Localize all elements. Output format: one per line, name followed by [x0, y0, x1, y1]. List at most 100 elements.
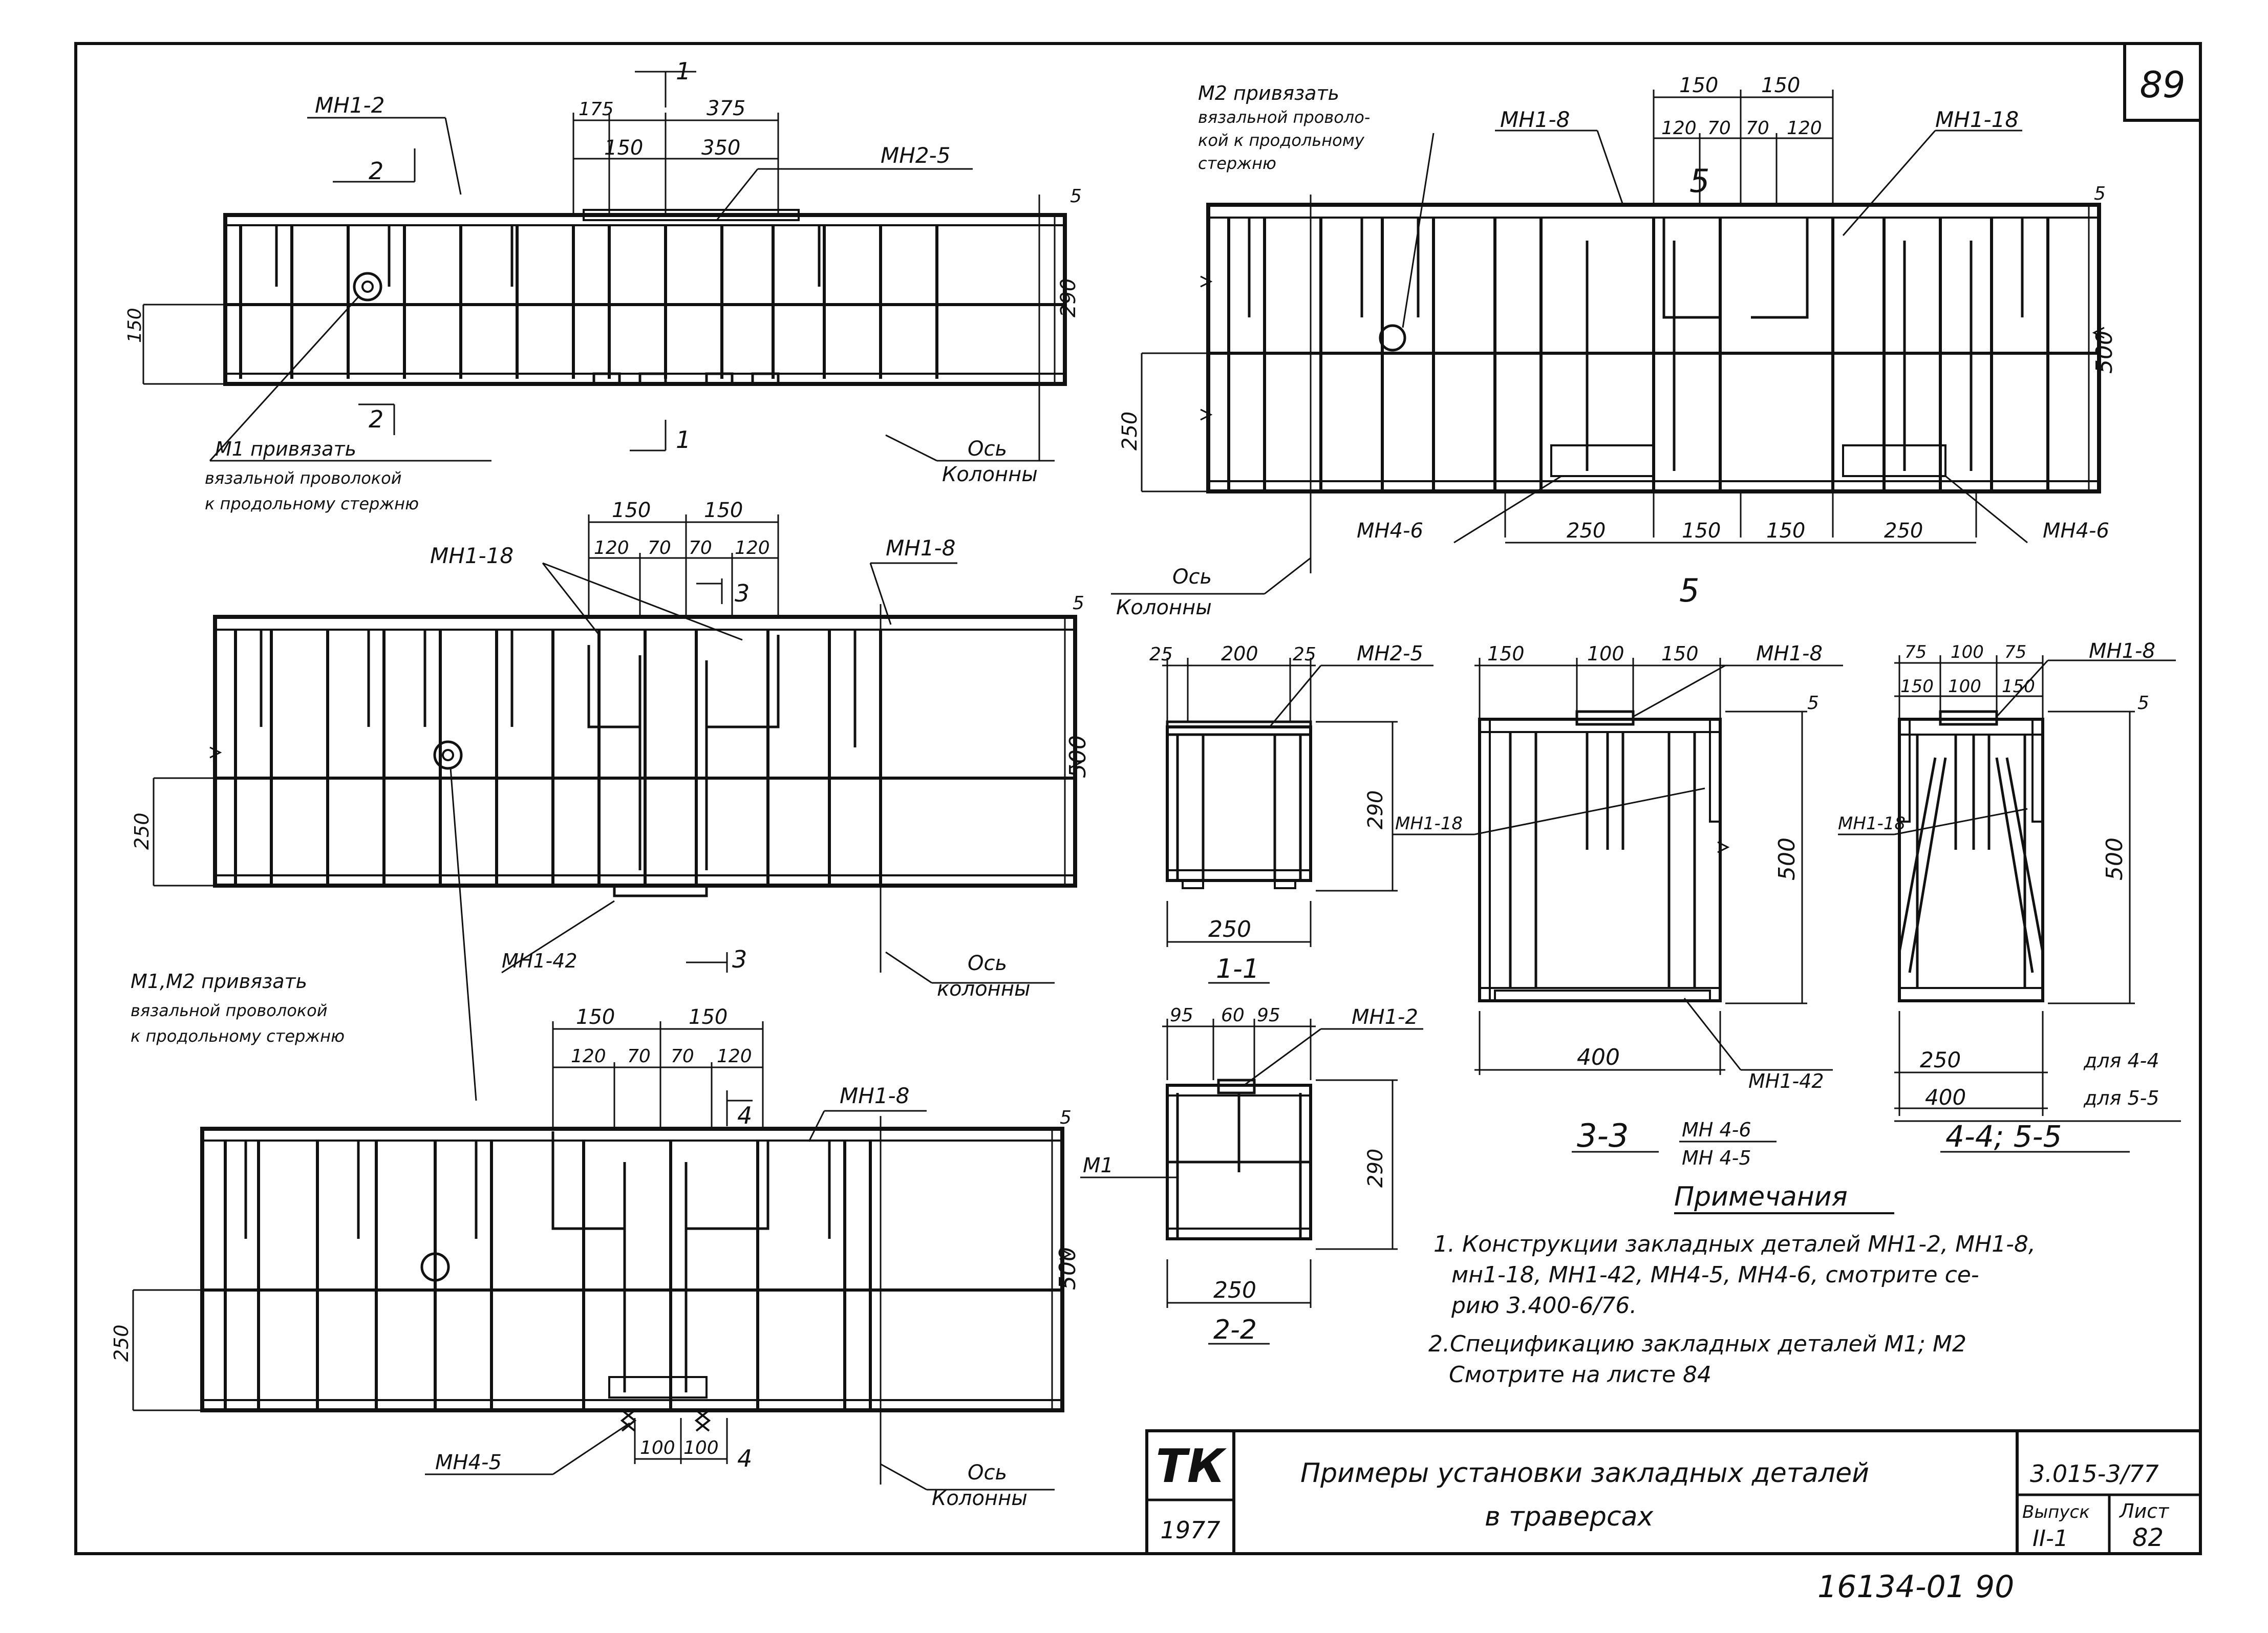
- label-mn1-8: МН1-8: [886, 535, 955, 561]
- dim-120-d: 120: [717, 1046, 752, 1067]
- m1-m2-embedded-part-icon: [420, 1252, 450, 1282]
- label-mn4-5: МН4-5: [435, 1451, 502, 1474]
- s33-sub-mn4-6: МН 4-6: [1682, 1119, 1751, 1141]
- dim-150-b: 150: [704, 499, 743, 522]
- dim-120-e: 120: [1661, 118, 1697, 139]
- s33-sub-mn4-5: МН 4-5: [1682, 1147, 1751, 1169]
- dim-150-c: 150: [576, 1005, 615, 1029]
- s33-dim-5: 5: [1807, 693, 1819, 714]
- section-mark-4-top: 4: [737, 1102, 752, 1129]
- dim-150-a: 150: [612, 499, 651, 522]
- section-mark-2-top: 2: [369, 157, 383, 185]
- s45-dim-150b: 150: [2002, 676, 2035, 697]
- view1-frame-elevation: [142, 71, 1067, 462]
- label-axis-4: Ось: [1172, 565, 1212, 589]
- dim-70-b: 70: [689, 538, 712, 558]
- s45-note-5-5: для 5-5: [2083, 1087, 2159, 1109]
- view3-frame-elevation: [132, 1021, 1072, 1491]
- label-mn1-18: МН1-18: [430, 543, 513, 568]
- s45-dim-400: 400: [1925, 1085, 1966, 1110]
- dim-500-2: 500: [1065, 735, 1091, 778]
- s22-dim-290: 290: [1364, 1149, 1387, 1188]
- note-m1-attach: М1 привязать: [215, 438, 356, 460]
- s11-dim-290: 290: [1364, 790, 1387, 829]
- section-mark-1-bottom: 1: [676, 426, 691, 454]
- note-line-4: 2.Спецификацию закладных деталей М1; М2: [1428, 1331, 1966, 1357]
- section-1-1-caption: 1-1: [1216, 954, 1259, 984]
- section-1-1-drawing: [1162, 658, 1433, 984]
- note-line-2: мн1-18, МН1-42, МН4-5, МН4-6, смотрите с…: [1451, 1262, 1979, 1288]
- dim-150: 150: [604, 136, 643, 160]
- note-m1m2-wire: вязальной проволокой: [131, 1001, 328, 1020]
- dim-5-3: 5: [1060, 1107, 1072, 1128]
- s11-dim-25a: 25: [1149, 644, 1173, 665]
- m1-embedded-part-icon: [353, 272, 382, 302]
- label-mn1-8-v3: МН1-8: [840, 1083, 909, 1108]
- note-m1-rod: к продольному стержню: [205, 494, 419, 513]
- tk-logo: ТК: [1156, 1439, 1227, 1493]
- view4-frame-elevation: [1111, 90, 2105, 595]
- label-mn1-42: МН1-42: [502, 950, 577, 972]
- s22-label-m1: М1: [1083, 1154, 1114, 1177]
- s33-label-mn1-18: МН1-18: [1395, 813, 1463, 834]
- section-mark-3-bottom: 3: [732, 946, 747, 973]
- label-columns-2: колонны: [937, 977, 1031, 1001]
- s22-dim-60: 60: [1221, 1005, 1245, 1026]
- dim-70-d: 70: [671, 1046, 694, 1067]
- note-line-3: рию 3.400-6/76.: [1451, 1293, 1637, 1319]
- dim-350: 350: [701, 136, 740, 160]
- page-number: 89: [2139, 64, 2185, 106]
- dim-175: 175: [579, 99, 614, 120]
- title-series: 3.015-3/77: [2030, 1460, 2159, 1488]
- dim-120-b: 120: [735, 538, 770, 558]
- dim-290: 290: [1057, 278, 1080, 317]
- s33-dim-150a: 150: [1487, 642, 1525, 665]
- section-mark-5-top: 5: [1689, 162, 1709, 200]
- label-mn1-2: МН1-2: [315, 93, 384, 118]
- title-year: 1977: [1160, 1516, 1220, 1544]
- dim-5-2: 5: [1073, 593, 1084, 614]
- section-mark-3-top: 3: [735, 579, 750, 607]
- s45-label-mn1-18: МН1-18: [1838, 813, 1906, 834]
- section-mark-2-bottom: 2: [369, 405, 383, 433]
- handwritten-number: 16134-01 90: [1817, 1569, 2014, 1605]
- title-sheet-label: Лист: [2119, 1500, 2170, 1522]
- label-axis-2: Ось: [968, 952, 1007, 975]
- section-3-3-drawing: [1393, 658, 1843, 1153]
- note-m1-wire: вязальной проволокой: [205, 468, 402, 488]
- s45-dim-150a: 150: [1900, 676, 1934, 697]
- s22-dim-250: 250: [1213, 1277, 1256, 1303]
- s33-label-mn1-8: МН1-8: [1756, 642, 1823, 665]
- title-block: [1145, 1429, 2202, 1555]
- section-4-4-5-5-caption: 4-4; 5-5: [1945, 1119, 2062, 1154]
- view2-frame-elevation: [153, 514, 1082, 1101]
- title-sheet-value: 82: [2132, 1523, 2164, 1552]
- s33-dim-100: 100: [1587, 642, 1624, 665]
- dim-70-e: 70: [1707, 118, 1731, 139]
- s22-dim-95a: 95: [1170, 1005, 1193, 1026]
- note-m2-attach: М2 привязать: [1198, 82, 1339, 104]
- label-columns-3: Колонны: [932, 1487, 1028, 1510]
- dim-375: 375: [707, 97, 745, 120]
- s33-dim-400: 400: [1577, 1044, 1620, 1070]
- s33-dim-150b: 150: [1661, 642, 1699, 665]
- s45-note-4-4: для 4-4: [2083, 1049, 2159, 1072]
- dim-70-c: 70: [627, 1046, 651, 1067]
- dim-100-b: 100: [683, 1437, 719, 1458]
- dim-250-4: 250: [1118, 412, 1142, 450]
- dim-150-g: 150: [1682, 519, 1721, 543]
- dim-120-a: 120: [594, 538, 629, 558]
- section-mark-5-bottom: 5: [1679, 572, 1699, 609]
- note-m2-stem: стержню: [1198, 154, 1276, 173]
- dim-70-a: 70: [648, 538, 671, 558]
- s11-dim-250: 250: [1208, 916, 1251, 942]
- title-line-1: Примеры установки закладных деталей: [1300, 1458, 1869, 1489]
- label-axis: Ось: [968, 437, 1007, 461]
- s45-label-mn1-8: МН1-8: [2089, 639, 2155, 663]
- s45-dim-100a: 100: [1951, 642, 1984, 662]
- dim-5: 5: [1070, 186, 1082, 207]
- label-columns: Колонны: [942, 463, 1038, 486]
- m2-embedded-part-icon: [433, 740, 463, 770]
- dim-500-3: 500: [1055, 1247, 1081, 1290]
- s45-dim-75b: 75: [2004, 642, 2026, 662]
